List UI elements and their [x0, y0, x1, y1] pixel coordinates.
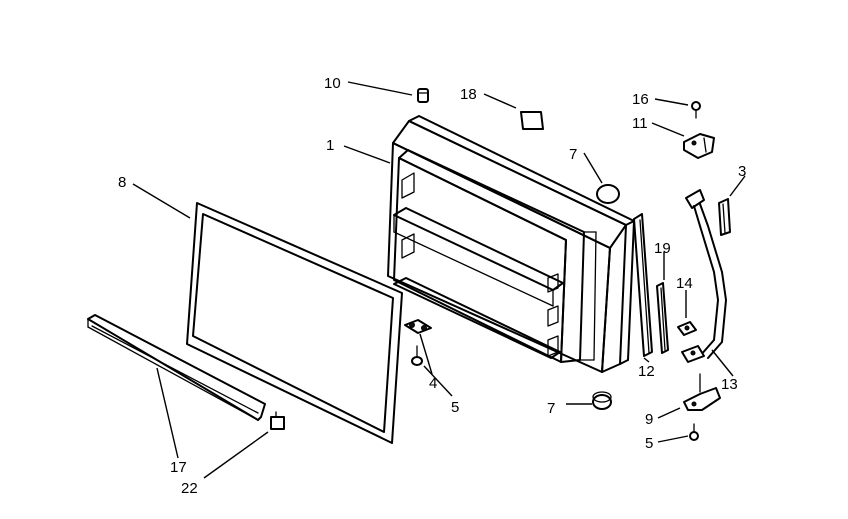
label-handle-strip: 12 [638, 363, 655, 380]
label-door-stop-top: 7 [569, 146, 577, 163]
hinge-screw-top [691, 101, 701, 119]
label-handle-trim: 3 [738, 163, 746, 180]
label-handle: 13 [721, 376, 738, 393]
label-hinge-screw-top: 16 [632, 91, 649, 108]
hinge-screw-right [689, 423, 699, 441]
bottom-hinge [683, 373, 721, 411]
label-door-gasket: 8 [118, 174, 126, 191]
label-label-plate: 18 [460, 86, 477, 103]
label-trim-strip: 19 [654, 240, 671, 257]
label-door-liner: 1 [326, 137, 334, 154]
label-hinge-screw-right: 5 [645, 435, 653, 452]
handle [681, 189, 727, 363]
label-grille-clip: 22 [181, 480, 198, 497]
label-top-plug: 10 [324, 75, 341, 92]
hinge-screw-left [411, 345, 423, 366]
label-bottom-hinge: 9 [645, 411, 653, 428]
handle-strip [633, 213, 653, 357]
door-gasket [186, 202, 403, 444]
label-door-stop-bottom: 7 [547, 400, 555, 417]
grille-clip [270, 411, 285, 430]
top-hinge [683, 133, 715, 159]
label-plate [520, 111, 544, 130]
leader-lines [132, 81, 746, 479]
door-stop-bottom [592, 391, 612, 410]
label-hinge-screw-left: 5 [451, 399, 459, 416]
part-labels: 10 18 1 7 8 16 11 3 19 14 4 5 7 12 13 9 … [118, 75, 746, 497]
top-plug [417, 88, 429, 103]
label-base-grille: 17 [170, 459, 187, 476]
trim-strip [656, 282, 669, 354]
label-top-hinge: 11 [632, 115, 648, 132]
door-stop-top [596, 184, 620, 204]
base-grille [87, 314, 266, 421]
label-bottom-hinge-plate: 4 [429, 375, 437, 392]
door-liner [387, 115, 635, 373]
bottom-hinge-plate [404, 319, 432, 334]
handle-trim [718, 198, 731, 236]
label-handle-insert: 14 [676, 275, 693, 292]
handle-insert [677, 321, 697, 336]
